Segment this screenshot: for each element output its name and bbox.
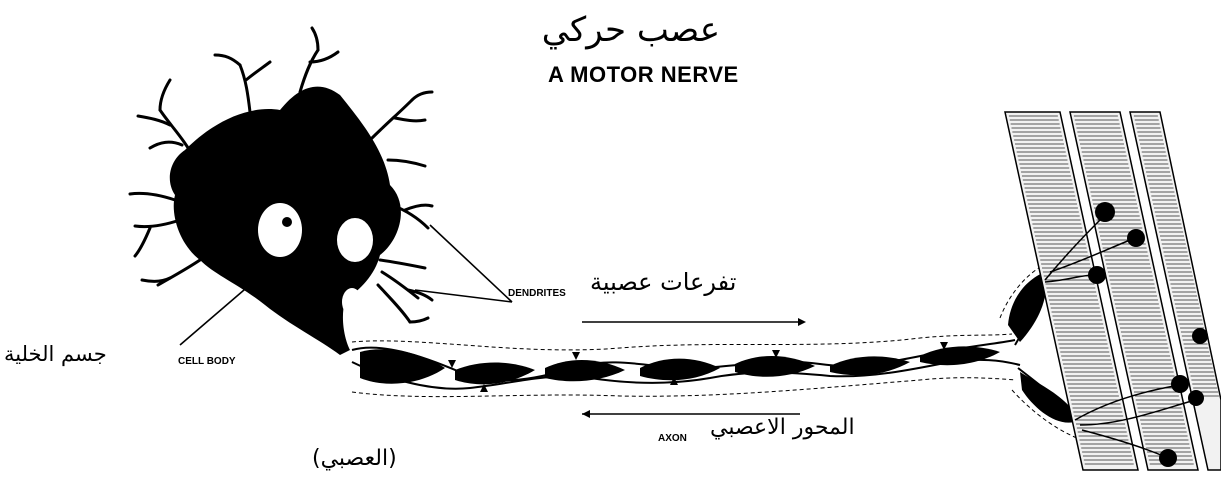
dendrite-pointer-upper <box>430 225 512 302</box>
axon-label-english: AXON <box>658 433 687 444</box>
dendrite-pointer-lower <box>415 290 512 302</box>
title-english: A MOTOR NERVE <box>548 62 739 88</box>
nucleus <box>258 203 302 257</box>
cell-body-label-arabic: جسم الخلية <box>4 342 107 366</box>
cell-body-shape <box>170 87 401 355</box>
cell-body-label-english: CELL BODY <box>178 356 236 367</box>
nucleolus <box>282 217 292 227</box>
axon <box>352 334 1020 397</box>
dendrites-label-english: DENDRITES <box>508 288 566 299</box>
title-arabic: عصب حركي <box>560 10 720 50</box>
cell-body-pointer <box>180 278 258 345</box>
axon-label-arabic-2: (العصبي) <box>312 446 397 471</box>
dendrites-label-arabic: تفرعات عصبية <box>590 268 736 296</box>
axon-label-arabic: المحور الاعصبي <box>710 415 855 440</box>
